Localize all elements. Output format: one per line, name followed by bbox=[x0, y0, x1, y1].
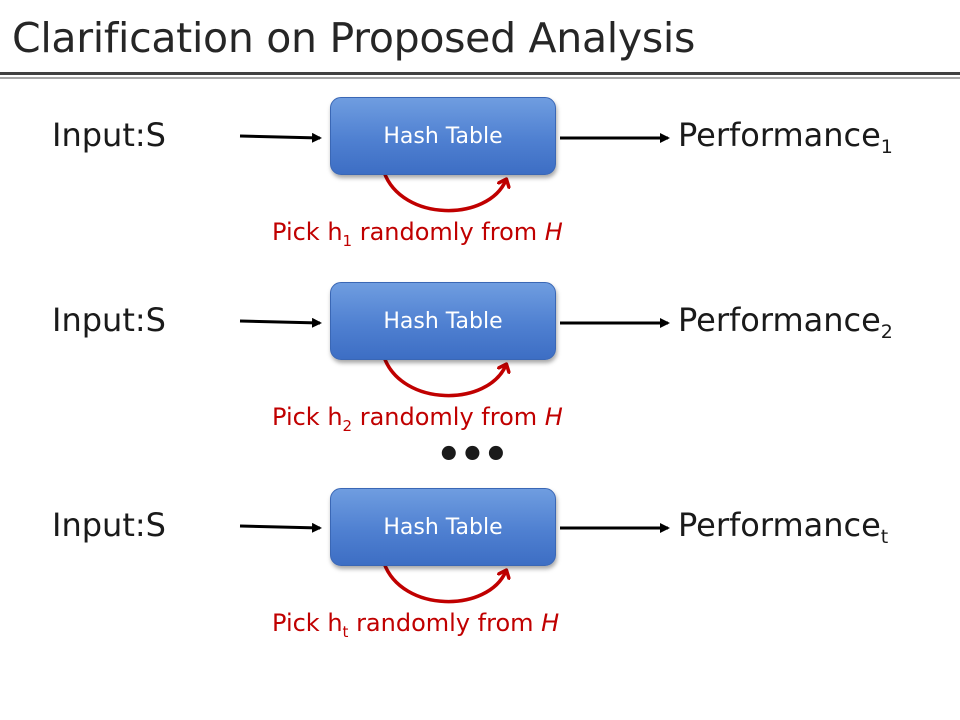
loop-arrow-2 bbox=[382, 356, 506, 398]
performance-text-1: Performance bbox=[678, 116, 881, 154]
title-rule-light bbox=[0, 77, 960, 79]
pick-sub-2: 2 bbox=[342, 417, 353, 435]
pick-set-2: H bbox=[544, 403, 563, 431]
pick-mid-2: randomly from bbox=[352, 403, 545, 431]
hash-table-box-1: Hash Table bbox=[330, 97, 556, 175]
title-rule bbox=[0, 72, 960, 75]
pick-label-3: Pick ht randomly from H bbox=[272, 609, 559, 641]
loop-arrow-1 bbox=[382, 171, 506, 213]
performance-label-3: Performancet bbox=[678, 506, 888, 548]
pick-label-2: Pick h2 randomly from H bbox=[272, 403, 563, 435]
pick-sub-3: t bbox=[342, 623, 349, 641]
input-arrow-3 bbox=[239, 522, 322, 533]
slide-title: Clarification on Proposed Analysis bbox=[12, 14, 696, 62]
performance-text-2: Performance bbox=[678, 301, 881, 339]
performance-label-1: Performance1 bbox=[678, 116, 893, 158]
performance-text-3: Performance bbox=[678, 506, 881, 544]
hash-table-box-2: Hash Table bbox=[330, 282, 556, 360]
pick-sub-1: 1 bbox=[342, 232, 353, 250]
hash-table-box-3: Hash Table bbox=[330, 488, 556, 566]
loop-arrow-3 bbox=[382, 562, 506, 604]
pick-prefix-2: Pick h bbox=[272, 403, 343, 431]
pick-set-1: H bbox=[544, 218, 563, 246]
performance-sub-2: 2 bbox=[880, 321, 893, 343]
pick-set-3: H bbox=[541, 609, 560, 637]
hash-table-label-1: Hash Table bbox=[383, 123, 503, 149]
pick-mid-3: randomly from bbox=[348, 609, 542, 637]
pick-label-1: Pick h1 randomly from H bbox=[272, 218, 563, 250]
pick-prefix-1: Pick h bbox=[272, 218, 343, 246]
input-label-1: Input:S bbox=[52, 116, 166, 154]
pick-prefix-3: Pick h bbox=[272, 609, 343, 637]
input-arrow-2 bbox=[239, 317, 322, 328]
performance-label-2: Performance2 bbox=[678, 301, 893, 343]
performance-sub-1: 1 bbox=[880, 136, 893, 158]
input-label-3: Input:S bbox=[52, 506, 166, 544]
hash-table-label-2: Hash Table bbox=[383, 308, 503, 334]
hash-table-label-3: Hash Table bbox=[383, 514, 503, 540]
ellipsis: ••• bbox=[436, 432, 509, 478]
pick-mid-1: randomly from bbox=[352, 218, 545, 246]
performance-sub-3: t bbox=[880, 526, 889, 548]
input-label-2: Input:S bbox=[52, 301, 166, 339]
input-arrow-1 bbox=[239, 132, 322, 143]
